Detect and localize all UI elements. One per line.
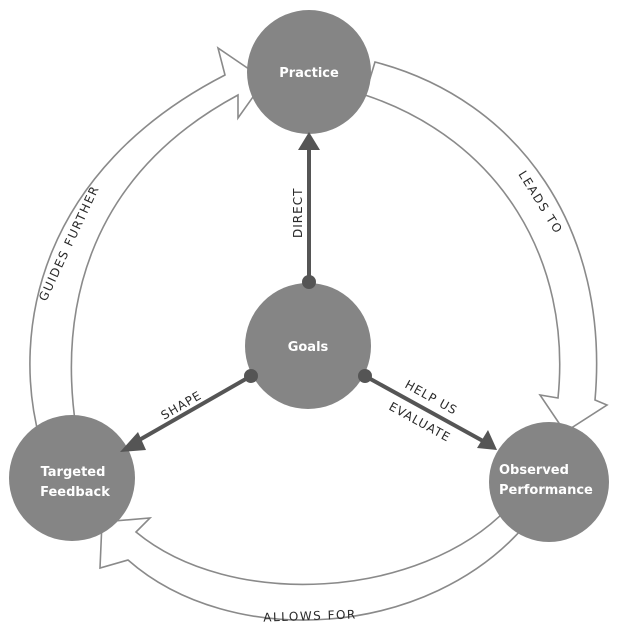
node-label-targeted-feedback-line2: Feedback bbox=[40, 485, 110, 500]
connector-dot-help-us-evaluate bbox=[358, 369, 372, 383]
connector-label-direct: DIRECT bbox=[291, 188, 305, 238]
arrowhead-shape bbox=[120, 432, 146, 452]
arrowhead-direct bbox=[298, 132, 320, 150]
node-label-practice: Practice bbox=[279, 66, 339, 81]
connector-shape bbox=[133, 374, 252, 445]
cycle-arrow-allows-for bbox=[99, 506, 530, 621]
node-goals bbox=[245, 283, 371, 409]
node-practice bbox=[247, 10, 371, 134]
cycle-label-allows-for: ALLOWS FOR bbox=[263, 607, 357, 624]
node-label-targeted-feedback-line1: Targeted bbox=[41, 465, 106, 480]
connector-help-us-evaluate bbox=[364, 374, 484, 443]
connector-dot-shape bbox=[244, 369, 258, 383]
arrowhead-help-us-evaluate bbox=[477, 430, 497, 450]
connector-dot-direct bbox=[302, 275, 316, 289]
node-label-observed-performance-line2: Performance bbox=[499, 483, 593, 498]
node-label-observed-performance-line1: Observed bbox=[499, 463, 569, 478]
cycle-arrow-guides-further bbox=[29, 46, 267, 442]
cycle-arrow-leads-to bbox=[364, 61, 609, 434]
node-label-goals: Goals bbox=[288, 340, 329, 355]
node-targeted-feedback bbox=[9, 415, 135, 541]
node-observed-performance bbox=[489, 422, 609, 542]
